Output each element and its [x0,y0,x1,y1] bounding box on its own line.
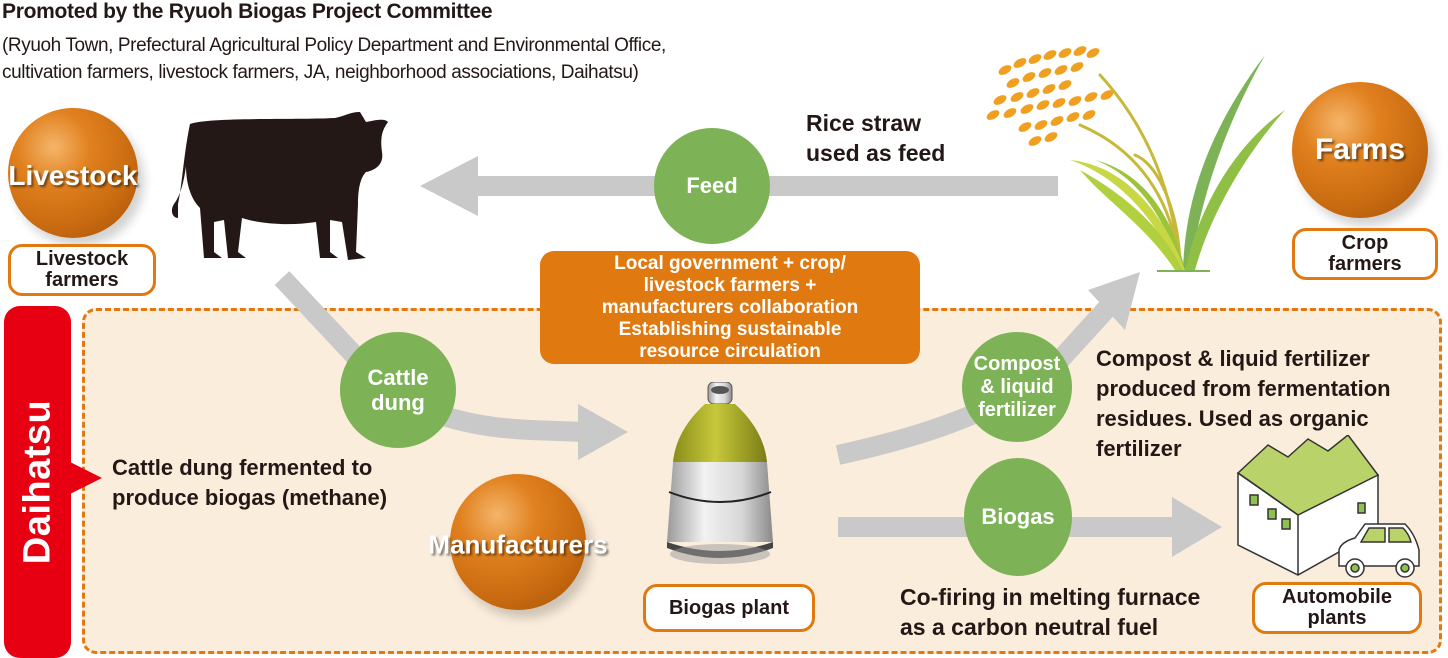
cow-icon [171,112,388,260]
compost-caption-line: Compost & liquid fertilizer [1096,346,1370,371]
callout-line: Establishing sustainable [618,318,842,340]
livestock-sphere: Livestock [8,108,138,238]
farms-sphere-label: Farms [1314,133,1406,166]
daihatsu-tab: Daihatsu [4,306,71,658]
biogas-label: Biogas [981,504,1055,530]
feed-label: Feed [686,173,738,199]
rice-straw-caption-line: used as feed [806,140,946,166]
callout-line: Local government + crop/ [614,252,846,274]
livestock-farmers-badge: Livestock farmers [8,244,156,296]
livestock-sphere-label: Livestock [8,159,138,191]
cattle-dung-badge: Cattle dung [340,332,456,448]
rice-plant-icon [986,46,1285,272]
daihatsu-note: Cattle dung fermented to produce biogas … [112,453,387,513]
compost-badge: Compost & liquid fertilizer [962,332,1072,442]
collaboration-callout: Local government + crop/ livestock farme… [540,251,920,364]
biogas-caption-line: as a carbon neutral fuel [900,614,1159,640]
crop-farmers-line: farmers [1328,253,1402,275]
rice-straw-caption-line: Rice straw [806,110,922,136]
callout-line: resource circulation [639,340,821,362]
rice-straw-caption: Rice straw used as feed [806,108,945,168]
callout-line: livestock farmers + [643,274,817,296]
daihatsu-note-line: Cattle dung fermented to [112,455,373,480]
manufacturers-sphere-label: Manufacturers [428,529,608,560]
cattle-dung-label-line: dung [371,390,425,415]
farms-sphere: Farms [1292,82,1428,218]
automobile-plants-badge: Automobile plants [1252,582,1422,634]
committee-members-line: (Ryuoh Town, Prefectural Agricultural Po… [2,35,666,56]
livestock-farmers-line: Livestock [35,248,129,270]
biogas-plant-label: Biogas plant [668,596,789,619]
biogas-caption: Co-firing in melting furnace as a carbon… [900,582,1200,642]
committee-members: (Ryuoh Town, Prefectural Agricultural Po… [2,32,666,86]
compost-caption: Compost & liquid fertilizer produced fro… [1096,344,1391,464]
manufacturers-sphere: Manufacturers [428,474,608,610]
crop-farmers-badge: Crop farmers [1292,228,1438,280]
compost-caption-line: fertilizer [1096,436,1182,461]
feed-badge: Feed [654,128,770,244]
biogas-badge: Biogas [964,458,1072,576]
livestock-farmers-line: farmers [45,269,119,291]
crop-farmers-line: Crop [1341,232,1389,254]
biogas-tank-icon [667,382,773,564]
cattle-dung-label-line: Cattle [367,364,429,390]
compost-caption-line: produced from fermentation [1096,376,1391,401]
daihatsu-pointer-icon [70,462,102,494]
compost-caption-line: residues. Used as organic [1096,406,1369,431]
automobile-plants-line: plants [1307,607,1367,629]
callout-line: manufacturers collaboration [601,296,859,318]
compost-label-line: Compost [973,352,1061,375]
biogas-caption-line: Co-firing in melting furnace [900,584,1201,610]
automobile-plants-line: Automobile [1282,586,1392,608]
biogas-plant-badge: Biogas plant [643,584,815,632]
committee-title: Promoted by the Ryuoh Biogas Project Com… [2,0,493,23]
committee-members-line: cultivation farmers, livestock farmers, … [2,62,639,83]
car-icon [1338,523,1420,578]
daihatsu-note-line: produce biogas (methane) [112,485,388,510]
compost-label-line: & liquid [980,375,1054,398]
compost-label-line: fertilizer [978,398,1056,421]
